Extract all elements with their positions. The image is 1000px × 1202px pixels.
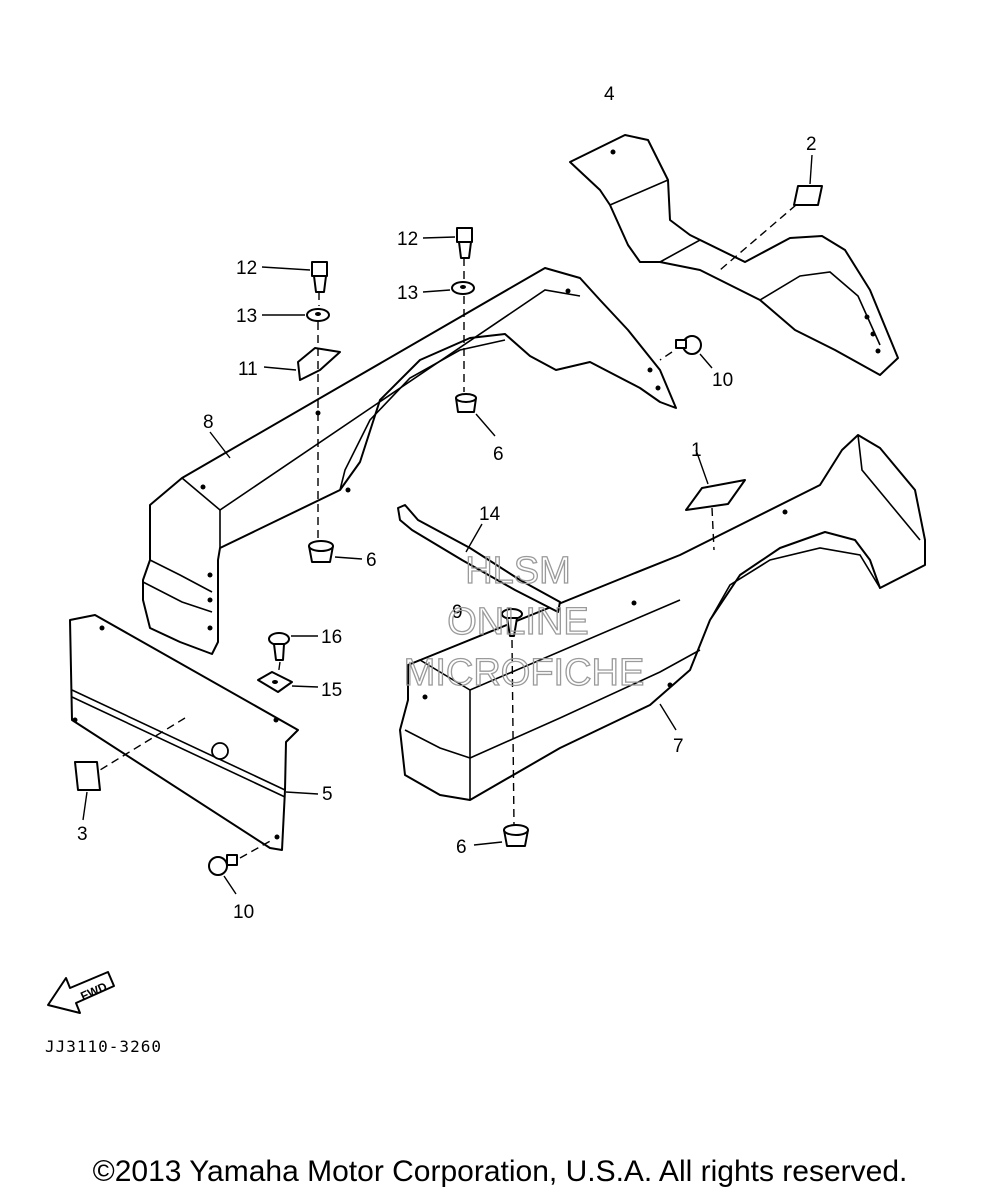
callout-10-upper: 10 [712,370,733,391]
part-1-label [685,449,746,551]
fwd-arrow-icon: FWD [47,971,115,1014]
part-15-nut-plate [257,671,319,693]
watermark: HLSM ONLINE MICROFICHE [403,549,645,694]
part-14-bracket [397,504,561,613]
callout-13-right: 13 [397,283,418,304]
drawing-code: JJ3110-3260 [45,1037,162,1056]
callout-labels: 1 2 3 4 5 6 6 6 7 8 9 10 10 11 12 12 13 … [77,84,817,923]
callout-1: 1 [691,440,702,461]
part-10-screw-lower [208,839,273,895]
callout-8: 8 [203,412,214,433]
part-12-bolt-right [422,227,473,259]
part-6-grommet-middle [308,540,363,563]
part-13-washer-right [422,281,475,295]
part-13-washer-left [262,308,330,322]
part-9-screw [501,608,523,637]
part-6-grommet-lower [473,824,529,847]
callout-6-upper: 6 [493,444,504,465]
callout-5: 5 [322,784,333,805]
callout-6-middle: 6 [366,550,377,571]
callout-14: 14 [479,504,501,525]
part-6-grommet-upper [455,393,496,437]
callout-15: 15 [321,680,342,701]
callout-2: 2 [806,134,817,155]
callout-11: 11 [238,359,258,380]
callout-16: 16 [321,627,342,648]
part-3-label [74,761,101,821]
callout-10-lower: 10 [233,902,254,923]
part-5-front-panel [69,614,299,851]
part-12-bolt-left [261,261,328,293]
callout-12-right: 12 [397,229,418,250]
callout-7: 7 [673,736,684,757]
watermark-line-2: ONLINE [447,601,588,643]
callout-13-left: 13 [236,306,257,327]
callout-6-lower: 6 [456,837,467,858]
part-11-clip [263,347,341,381]
watermark-line-1: HLSM [465,550,571,592]
callout-12-left: 12 [236,258,257,279]
part-2-label [719,154,823,271]
callout-4: 4 [604,84,615,105]
part-16-fastener [268,632,318,661]
watermark-line-3: MICROFICHE [404,652,645,694]
assembly-lines [277,258,673,827]
callout-3: 3 [77,824,88,845]
callout-9: 9 [452,602,463,623]
copyright-notice: ©2013 Yamaha Motor Corporation, U.S.A. A… [92,1155,908,1188]
part-8-left-side-panel [142,267,677,655]
part-7-right-side-panel [399,434,926,801]
part-10-screw-upper [675,335,713,369]
part-4-rear-panel [569,134,899,376]
